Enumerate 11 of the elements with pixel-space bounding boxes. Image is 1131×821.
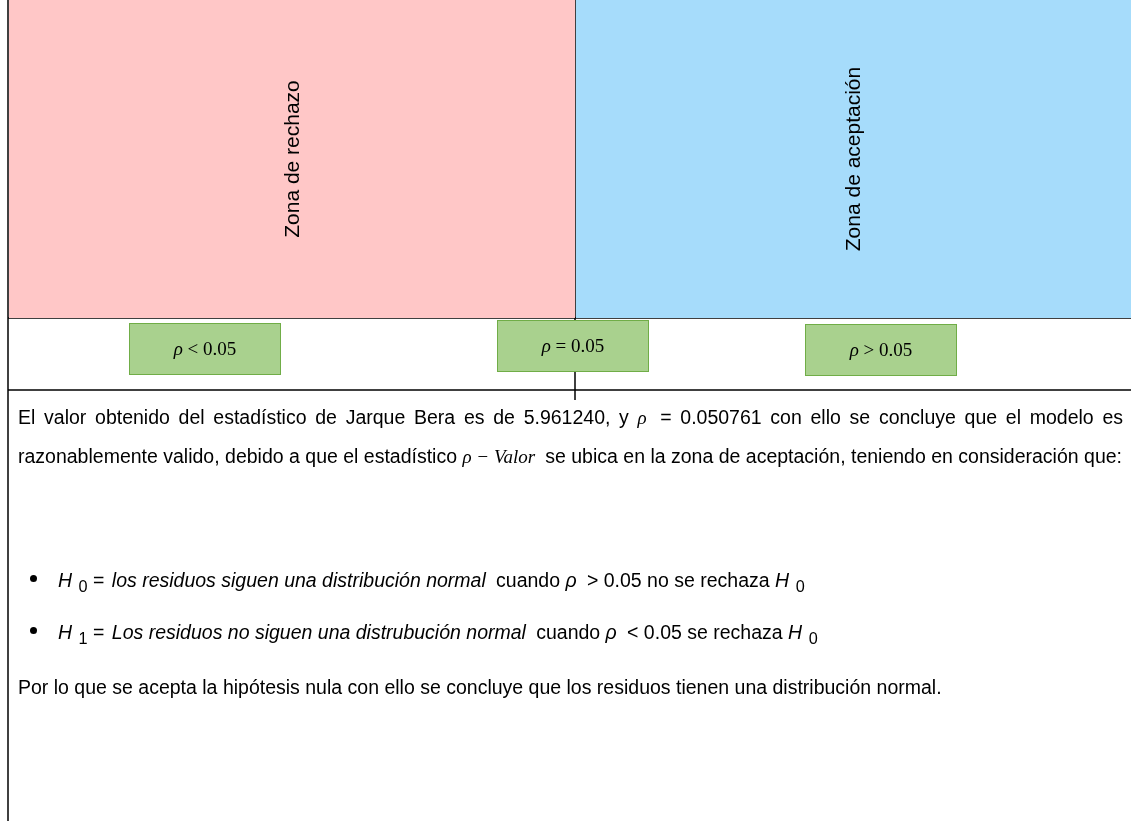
rejection-zone <box>9 0 575 318</box>
condition-box: ρ > 0.05 <box>805 324 957 376</box>
bullet-item: H$_{0}$ = los residuos siguen una distribución normal cuando ρ > 0.05 no se rechaza H$_{0}$ <box>58 568 806 597</box>
bullet-item: H$_{1}$ = Los residuos no siguen una distrubución normal cuando ρ < 0.05 se rechaza H$_{0}$ <box>58 620 819 649</box>
zone-label: Zona de aceptación <box>841 66 866 252</box>
condition-box: ρ = 0.05 <box>497 320 649 372</box>
condition-box: ρ < 0.05 <box>129 323 281 375</box>
paragraph: El valor obtenido del estadístico de Jarque Bera es de 5.961240, y ρ = 0.050761 con ello se concluye que el modelo es razonablemente valido, debido a que el estadístico ρ − Valor se ubica en la zona de aceptación, teniendo en consideración que: <box>18 405 1123 469</box>
acceptance-zone <box>576 0 1131 318</box>
zone-label: Zona de rechazo <box>280 80 304 238</box>
paragraph: Por lo que se acepta la hipótesis nula con ello se concluye que los residuos tienen una distribución normal. <box>18 675 943 700</box>
